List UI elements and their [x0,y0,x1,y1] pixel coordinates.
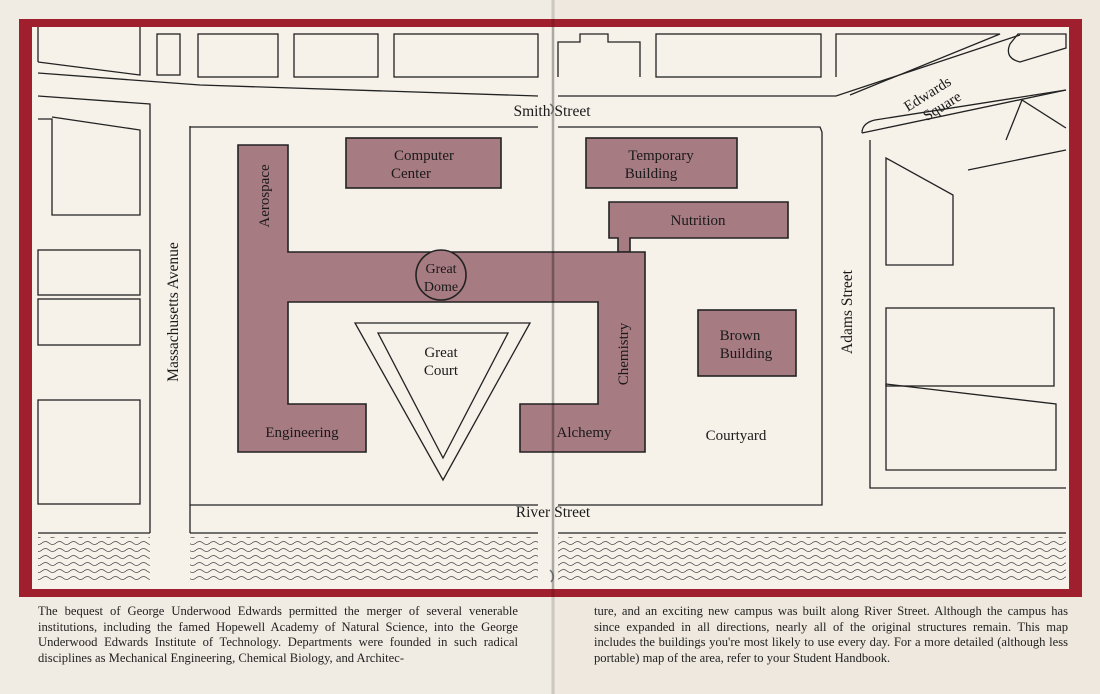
label-alchemy: Alchemy [557,425,612,441]
building-brown-building[interactable] [697,309,797,377]
staple-top [549,103,554,115]
west-block-4 [37,399,141,505]
east-block-edge [861,89,1067,134]
label-courtyard: Courtyard [706,428,767,444]
building-temporary-building[interactable] [585,137,738,189]
east-block-outline [869,140,1066,489]
staple-bottom [549,569,554,583]
east-block-2 [885,307,1055,387]
campus-map: Smith Street River Street Massachusetts … [19,19,1082,597]
label-computer-center-1: Computer [394,148,454,164]
label-chemistry: Chemistry [616,322,632,385]
caption-right: ture, and an exciting new campus was bui… [594,604,1068,665]
street-label-massachusetts: Massachusetts Avenue [165,242,182,382]
label-engineering: Engineering [265,425,339,441]
campus-block-east [558,132,823,506]
block-top-6 [557,33,641,77]
street-label-adams: Adams Street [839,269,856,354]
block-top-9 [1007,33,1067,63]
west-block-3 [37,298,141,346]
east-block-triangle [885,156,954,266]
block-top-8 [835,33,1001,96]
smith-street-south-edge-left [37,95,151,126]
block-top-3 [197,33,279,78]
street-label-river: River Street [516,504,591,521]
label-aerospace: Aerospace [257,164,273,228]
block-top-2 [156,33,181,76]
block-top-4 [293,33,379,78]
label-brown-building-2: Building [720,346,773,362]
block-top-7 [655,33,822,78]
caption-left: The bequest of George Underwood Edwards … [38,604,518,665]
east-block-small [967,99,1067,171]
river [38,537,1066,581]
label-temporary-building-1: Temporary [628,148,694,164]
block-top-5 [393,33,539,78]
smith-street-north-edge-right [558,34,1021,97]
label-temporary-building-2: Building [625,166,678,182]
label-great-court-2: Court [424,363,459,379]
label-nutrition: Nutrition [671,213,726,229]
label-great-dome-1: Great [425,262,456,277]
page-spine [551,0,555,694]
great-court-outer [353,322,532,482]
building-computer-center[interactable] [345,137,502,189]
west-block-1 [38,116,141,216]
label-computer-center-2: Center [391,166,431,182]
building-great-dome[interactable] [415,249,467,301]
east-block-3 [885,383,1057,471]
label-great-court-1: Great [424,345,458,361]
great-court-inner [376,332,510,460]
label-great-dome-2: Dome [424,280,458,295]
edwards-square-south-edge [861,89,1067,134]
label-brown-building-1: Brown [720,328,761,344]
smith-street-north-edge-left [37,72,539,97]
smith-street-south-edge-right [558,126,823,133]
west-block-2 [37,249,141,296]
block-top-1 [37,27,141,76]
